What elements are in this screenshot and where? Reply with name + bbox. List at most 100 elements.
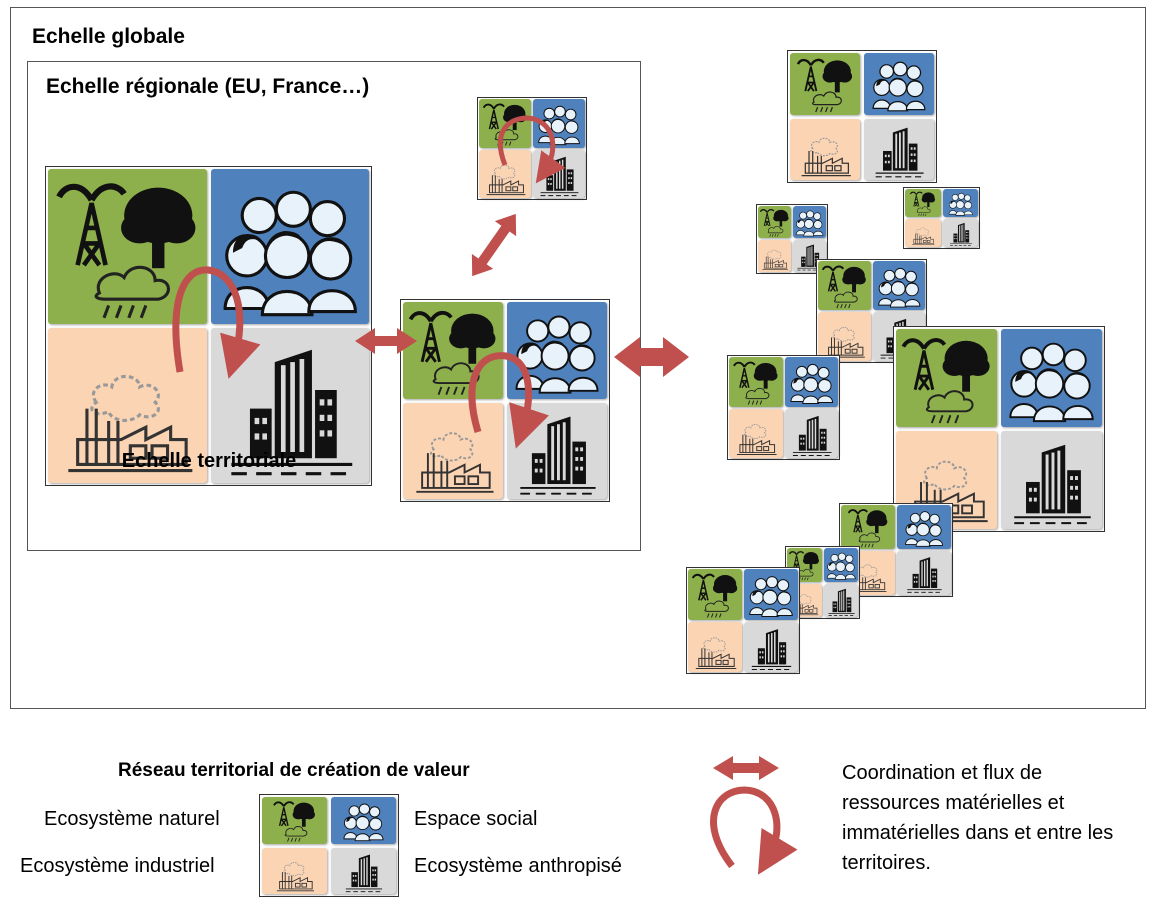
territory-tile [45,166,372,486]
anthropized-ecosystem-quadrant [533,149,585,198]
factory-icon [762,249,788,270]
rain-cloud-icon [284,826,308,842]
city-building-icon [828,588,855,616]
anthropized-ecosystem-quadrant [897,551,951,595]
anthropized-ecosystem-quadrant [784,408,838,458]
industrial-ecosystem-quadrant [403,402,503,499]
natural-icons [847,509,888,548]
factory-icon [912,227,935,246]
anthropized-ecosystem-quadrant [942,219,978,247]
city-building-icon [345,854,383,892]
natural-icons [788,551,819,581]
industrial-ecosystem-quadrant [479,149,531,198]
social-space-quadrant [507,302,607,399]
tree-icon [822,60,853,93]
tree-icon [842,266,866,293]
factory-icon [736,423,777,455]
people-icon [515,315,599,394]
legend-anthropized-label: Ecosystème anthropisé [414,855,622,877]
oil-derrick-icon [273,801,295,827]
rain-cloud-icon [432,362,480,395]
natural-ecosystem-quadrant [479,99,531,148]
natural-icons [796,58,853,113]
industrial-ecosystem-quadrant [262,847,327,894]
tree-icon [121,187,196,269]
territory-tile [400,299,610,502]
rain-cloud-icon [494,129,519,146]
natural-icons [821,265,866,309]
social-space-quadrant [533,99,585,148]
factory-icon [486,164,526,195]
social-space-quadrant [872,261,925,310]
tree-icon [449,313,496,364]
people-icon [795,210,824,237]
anthropized-ecosystem-quadrant [331,847,396,894]
social-space-quadrant [942,189,978,217]
city-building-icon [875,127,924,177]
oil-derrick-icon [796,58,825,92]
tree-icon [802,552,819,570]
city-building-icon [230,349,352,476]
tree-icon [292,802,315,827]
city-building-icon [540,156,579,196]
legend-territory-tile [259,794,399,897]
people-icon [826,552,856,580]
rain-cloud-icon [745,387,770,405]
natural-ecosystem-quadrant [841,505,895,549]
natural-ecosystem-quadrant [790,53,860,115]
anthropized-ecosystem-quadrant [507,402,607,499]
city-building-icon [520,416,596,495]
social-space-quadrant [864,53,934,115]
natural-ecosystem-quadrant [896,329,997,427]
territory-tile [477,97,587,200]
industrial-ecosystem-quadrant [790,118,860,180]
natural-ecosystem-quadrant [48,169,207,324]
rain-cloud-icon [812,91,842,113]
tree-icon [866,510,888,534]
oil-derrick-icon [56,183,127,267]
city-building-icon [751,628,792,670]
factory-icon [276,861,315,891]
natural-ecosystem-quadrant [688,569,742,620]
factory-icon [695,636,737,669]
natural-ecosystem-quadrant [758,206,791,238]
natural-icons [733,361,778,405]
industrial-ecosystem-quadrant [688,621,742,672]
natural-ecosystem-quadrant [818,261,871,310]
people-icon [789,363,833,405]
social-space-quadrant [784,357,838,407]
oil-derrick-icon [901,338,947,391]
natural-ecosystem-quadrant [905,189,941,217]
anthropized-ecosystem-quadrant [864,118,934,180]
oil-derrick-icon [482,103,505,130]
factory-icon [825,326,865,358]
rain-cloud-icon [858,532,881,548]
legend-double-arrow-icon [713,756,779,780]
natural-icons [56,183,196,319]
people-icon [905,511,943,547]
oil-derrick-icon [408,310,453,363]
people-icon [948,192,973,216]
factory-icon [68,374,193,473]
industrial-ecosystem-quadrant [905,219,941,247]
city-building-icon [907,557,942,593]
industrial-ecosystem-quadrant [758,240,791,272]
city-building-icon [949,222,972,246]
people-icon [872,61,926,112]
factory-icon [801,137,851,176]
tree-icon [942,340,990,392]
social-space-quadrant [744,569,798,620]
rain-cloud-icon [94,265,170,319]
anthropized-ecosystem-quadrant [1001,431,1102,529]
natural-icons [482,103,527,146]
natural-icons [901,338,990,424]
oil-derrick-icon [909,191,923,207]
tree-icon [712,575,738,602]
social-space-quadrant [793,206,826,238]
territory-tile [756,204,828,274]
territory-tile [727,355,840,460]
people-icon [538,105,580,146]
city-building-icon [1014,444,1091,525]
legend-flow-description: Coordination et flux de ressources matér… [842,762,1114,874]
natural-icons [759,208,789,237]
